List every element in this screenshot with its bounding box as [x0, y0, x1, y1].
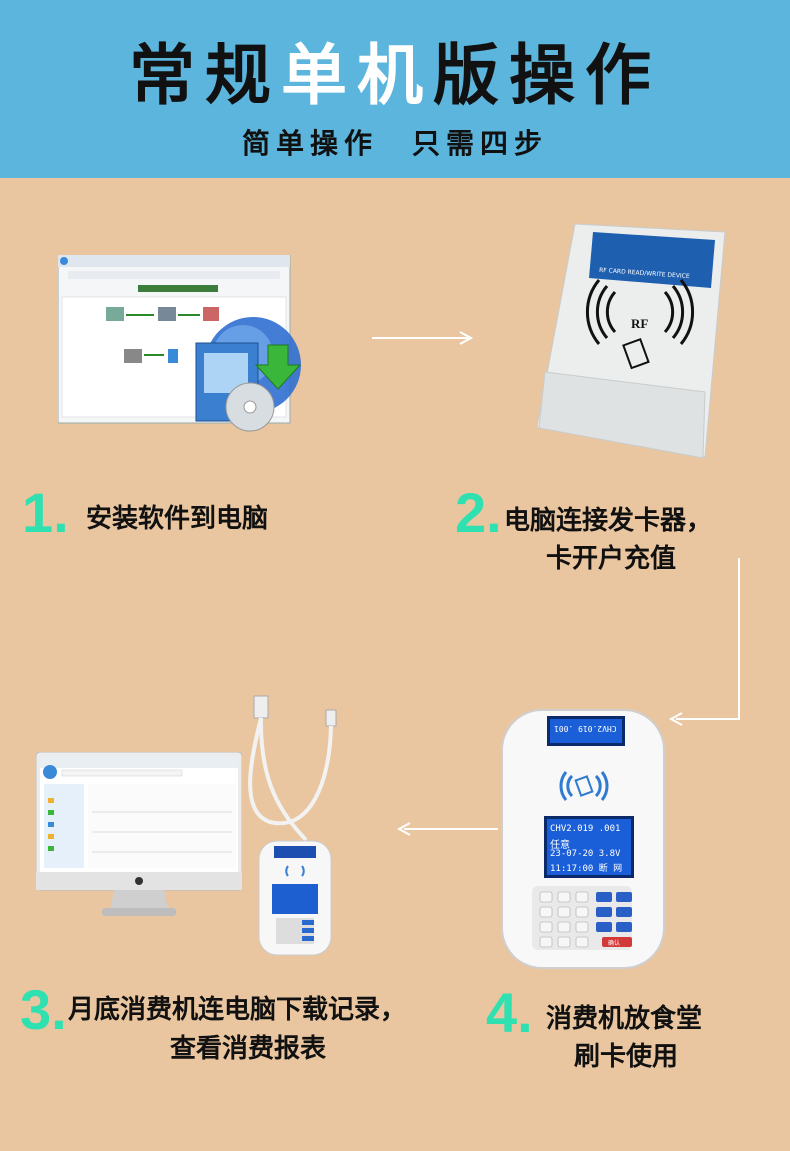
title-part-2: 单机 — [281, 37, 433, 114]
arrow-head-right — [459, 331, 474, 345]
terminal-screen-line-2: 任意 — [550, 840, 570, 851]
step-4-number: 4. — [486, 981, 533, 1044]
arrow-head-left-1 — [668, 712, 683, 726]
step-2-number: 2. — [455, 481, 502, 544]
usb-cable — [248, 695, 337, 842]
title-part-1: 常规 — [129, 37, 281, 114]
terminal-screen-line-1: CHV2.019 .001 — [550, 824, 621, 834]
page-title: 常规单机版操作 — [0, 22, 790, 118]
rf-label: RF — [631, 316, 649, 331]
card-reader-illustration: RF RF CARD READ/WRITE DEVICE — [535, 222, 735, 472]
step-4-text-line1: 消费机放食堂 — [546, 1004, 703, 1034]
step-1-number: 1. — [22, 481, 69, 544]
step-3-text-line1: 月底消费机连电脑下载记录， — [68, 995, 407, 1025]
terminal-screen-line-4: 11:17:00 断 网 — [550, 864, 623, 874]
title-part-3: 版操作 — [433, 37, 661, 114]
arrow-step2-to-step4-vertical — [738, 558, 740, 720]
terminal-top-screen-text: CHV2.019 .001 — [554, 724, 617, 733]
arrow-step2-to-step4-horizontal — [676, 718, 740, 720]
terminal-confirm-key: 确认 — [608, 940, 621, 947]
arrow-step1-to-step2 — [372, 337, 468, 339]
software-illustration — [57, 254, 308, 435]
step-3-text-line2: 查看消费报表 — [170, 1034, 327, 1064]
step-4-text-line2: 刷卡使用 — [574, 1042, 679, 1072]
header-banner: 常规单机版操作 简单操作 只需四步 — [0, 0, 790, 178]
step-3-number: 3. — [20, 978, 67, 1041]
terminal-screen-line-3: 23-07-20 3.8V — [550, 849, 621, 859]
small-terminal-illustration — [258, 840, 332, 956]
consumption-terminal-illustration: CHV2.019 .001 CHV2.019 .001 任意 23-07-20 … — [500, 708, 666, 970]
page-subtitle: 简单操作 只需四步 — [241, 127, 548, 160]
step-2-text-line2: 卡开户充值 — [546, 544, 677, 574]
arrow-head-left-2 — [396, 822, 411, 836]
step-2-text-line1: 电脑连接发卡器， — [504, 506, 713, 536]
arrow-step4-to-step3 — [404, 828, 498, 830]
step-1-text: 安装软件到电脑 — [86, 504, 269, 534]
computer-illustration — [35, 751, 243, 920]
